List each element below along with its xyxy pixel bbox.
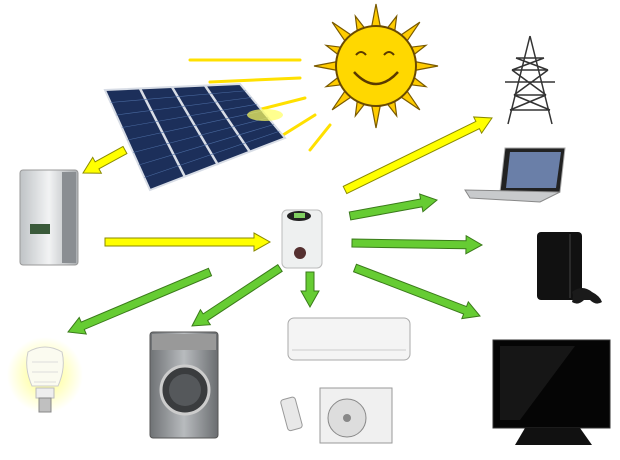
panel-cell-line [133,117,269,153]
energy-meter-icon [281,209,323,269]
air-conditioner-icon [280,317,411,444]
power-pylon-icon [505,35,555,125]
television-icon [492,339,611,445]
arrow-meter-to-air-conditioner [300,271,320,309]
sun-icon [313,3,439,129]
arrow-meter-to-washing-machine [191,263,283,327]
game-console-icon [537,232,602,304]
inverter-icon [19,169,79,266]
arrow-solar-panel-to-inverter [82,145,128,174]
arrow-inverter-to-meter [104,232,272,252]
panel-cell-line [144,130,280,178]
arrow-meter-to-light-bulb [67,267,213,335]
washing-machine-icon [149,331,219,439]
panel-cell-line [121,103,257,128]
solar-panel-icon [103,82,287,192]
flow-arrows [67,116,493,335]
panel-cell-line [127,110,263,141]
arrow-meter-to-game-console [351,234,484,255]
panel-cell-line [138,124,274,166]
panel-cell-line [116,97,252,116]
arrow-meter-to-tv [352,263,481,320]
laptop-icon [464,147,566,203]
arrow-meter-to-grid [342,116,493,195]
panel-cell-line [110,90,246,103]
arrow-meter-to-laptop [348,193,439,221]
light-bulb-icon [7,337,83,413]
